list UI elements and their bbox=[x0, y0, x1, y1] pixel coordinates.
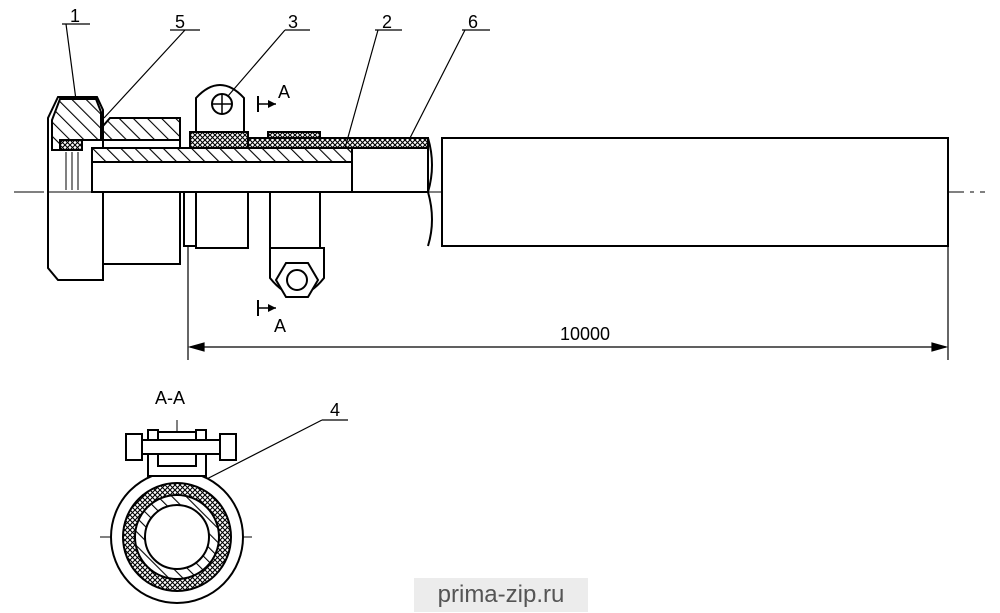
watermark-text: prima-zip.ru bbox=[437, 581, 565, 608]
clamp-band-left bbox=[189, 131, 249, 149]
callout-3: 3 bbox=[288, 12, 298, 32]
callout-1: 1 bbox=[70, 6, 80, 26]
callout-leaders bbox=[62, 23, 490, 486]
section-a-a-view bbox=[100, 420, 252, 604]
section-title: A-A bbox=[155, 388, 185, 408]
hose-segment-near bbox=[351, 147, 429, 193]
inner-tube-hatch bbox=[91, 147, 353, 163]
bore bbox=[144, 504, 210, 570]
section-marker-bottom: A bbox=[274, 316, 286, 336]
callout-2: 2 bbox=[382, 12, 392, 32]
nipple-section bbox=[102, 117, 181, 141]
callout-4: 4 bbox=[330, 400, 340, 420]
length-dimension bbox=[187, 246, 949, 360]
clamp-lower-right bbox=[269, 191, 321, 249]
braid-layer bbox=[247, 137, 429, 149]
inner-tube bbox=[91, 161, 353, 193]
callout-6: 6 bbox=[468, 12, 478, 32]
callout-5: 5 bbox=[175, 12, 185, 32]
clamp-lower-left bbox=[195, 191, 249, 249]
dimension-length-label: 10000 bbox=[560, 324, 610, 344]
nut-seal bbox=[59, 139, 83, 151]
section-marker-top: A bbox=[278, 82, 290, 102]
watermark: prima-zip.ru bbox=[414, 578, 588, 612]
nipple-body bbox=[102, 191, 181, 265]
hose-body bbox=[47, 84, 949, 316]
hose-segment-far bbox=[441, 137, 949, 247]
